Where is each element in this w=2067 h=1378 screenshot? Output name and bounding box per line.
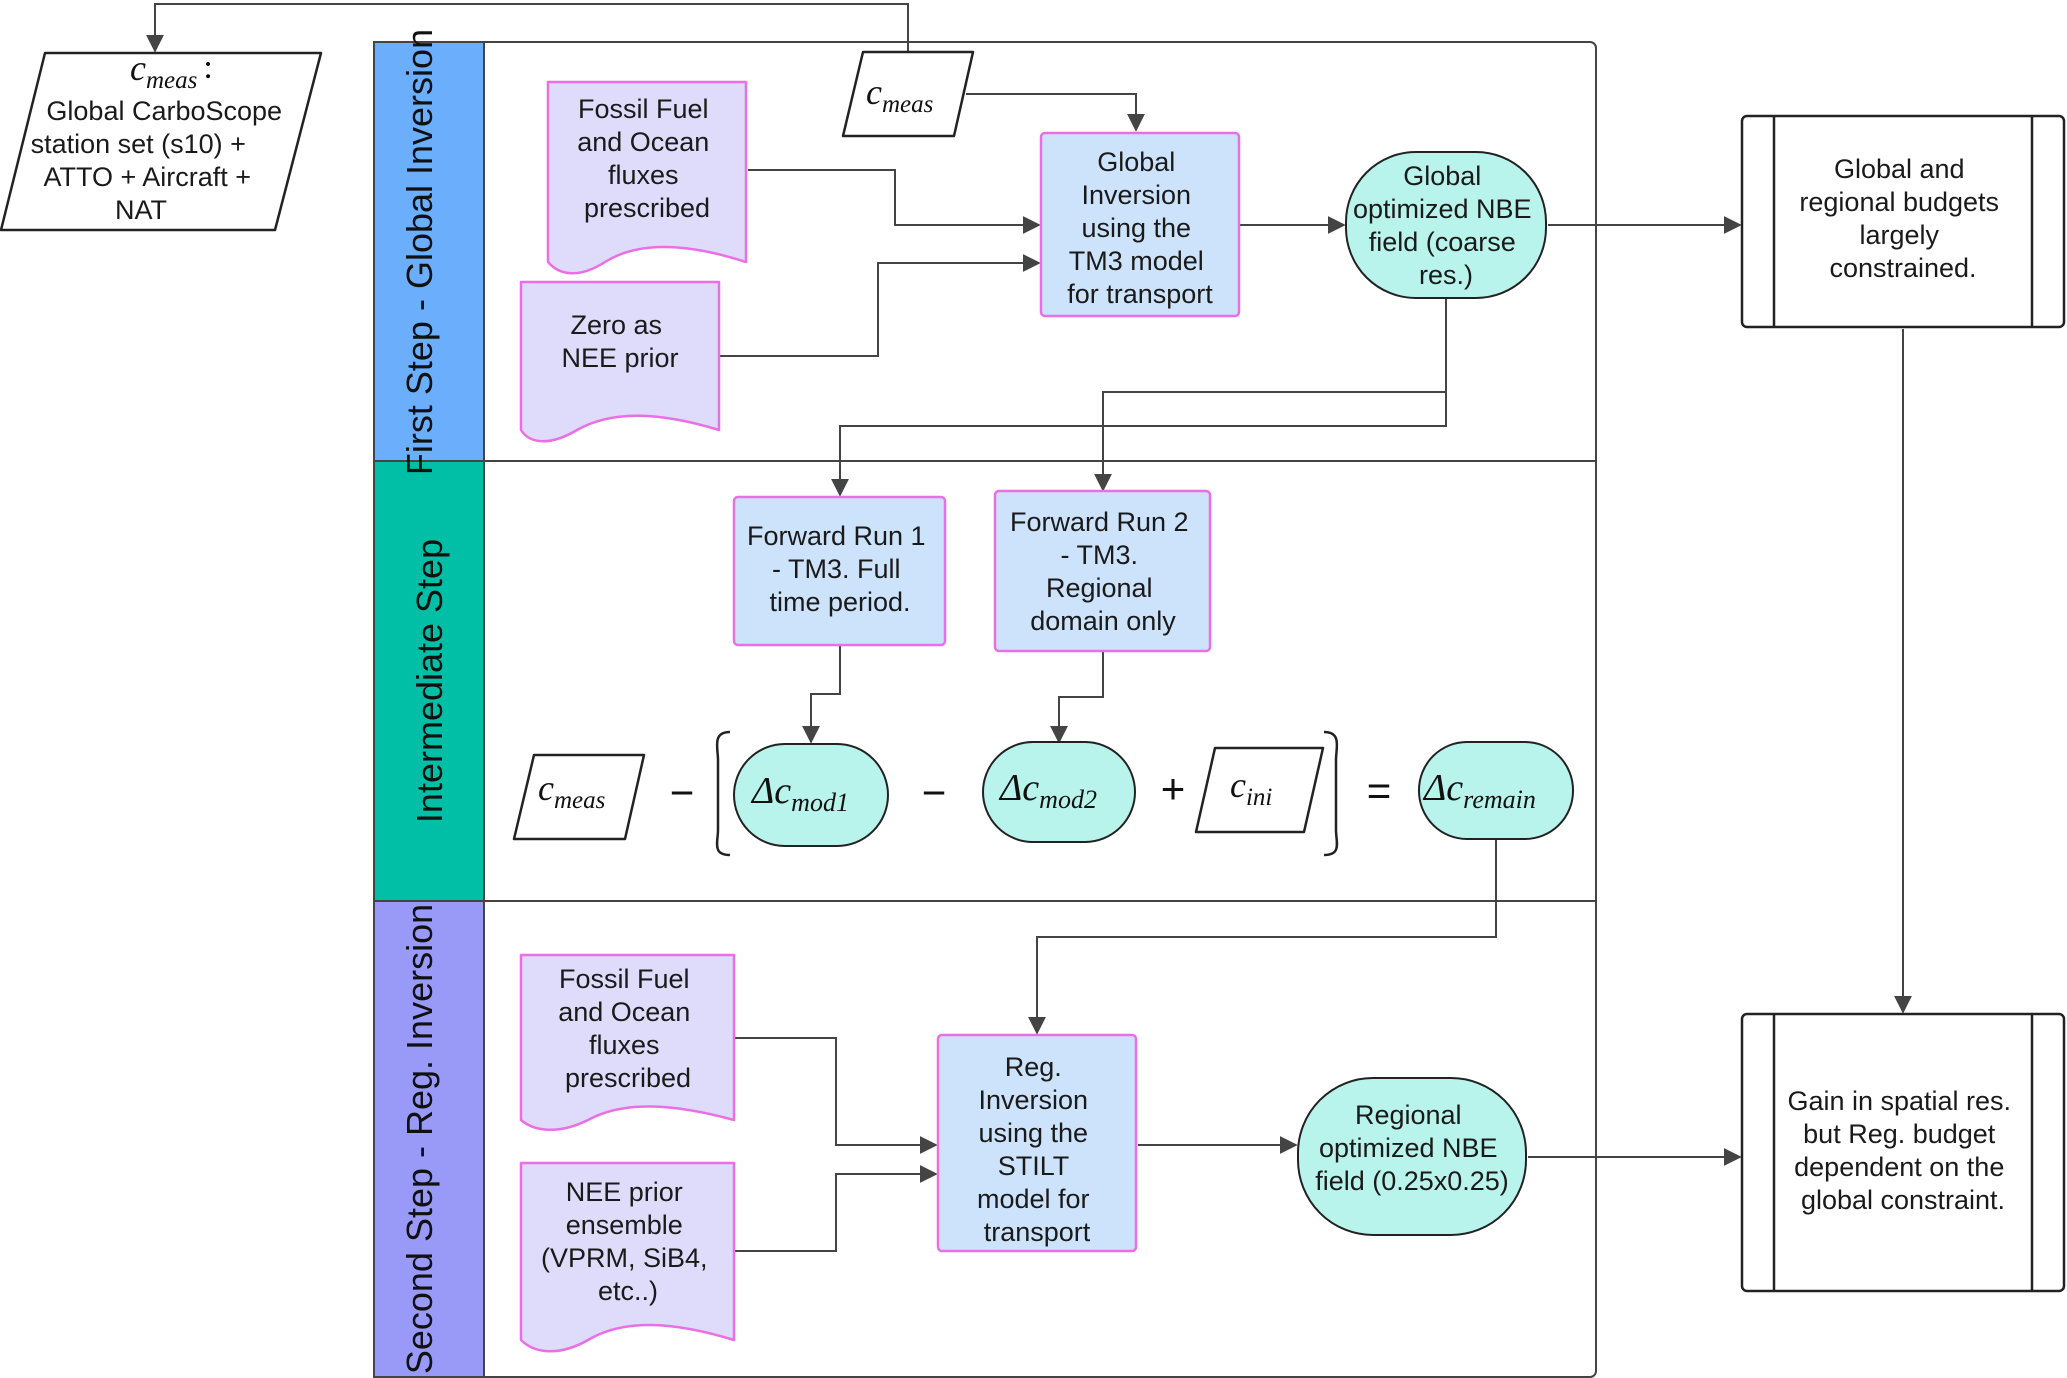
edge-cmeas-to-global-inversion [966, 93, 1145, 132]
forward-run-2-process: Forward Run 2 - TM3. Regional domain onl… [993, 489, 1212, 653]
svg-text:Regional optimized NBE: Regional optimized NBE field (0.25x0.25) [1315, 1100, 1509, 1196]
global-inversion-process: Global Inversion using the TM3 model for… [1039, 131, 1241, 318]
edge-ff2-to-reg-inversion [734, 1037, 938, 1154]
svg-text:Forward Run 1 - TM3. Ful: Forward Run 1 - TM3. Full time period. [747, 521, 933, 617]
lane-band-second [373, 900, 485, 1378]
edge-nbe-to-fwd2 [1094, 298, 1447, 492]
eq-cini-node: cini [1194, 746, 1325, 834]
lane-title-intermediate: Intermediate Step [409, 539, 450, 823]
edge-nbe-to-fwd1 [831, 392, 1447, 497]
first-ff-document: Fossil Fuel and Ocean fluxes prescribed [546, 80, 748, 275]
lane-title-second: Second Step - Reg. Inversion [399, 904, 440, 1374]
delta-mod2-terminal: Δcmod2 [982, 741, 1136, 843]
second-nee-document: NEE prior ensemble (VPRM, SiB4, etc..) [519, 1161, 736, 1353]
eq-minus-2: − [922, 769, 947, 816]
first-cmeas-node: cmeas [841, 50, 975, 138]
eq-left-paren [715, 730, 731, 857]
svg-text:Forward Run 2 - TM3.: Forward Run 2 - TM3. Regional domain onl… [1010, 507, 1196, 636]
outcome-global-node: Global and regional budgets largely cons… [1740, 114, 2066, 329]
lane-title-first: First Step - Global Inversion [399, 29, 440, 475]
edge-fwd2-to-delta2 [1050, 652, 1104, 744]
global-nbe-terminal: Global optimized NBE field (coarse res.) [1345, 151, 1547, 299]
forward-run-1-process: Forward Run 1 - TM3. Full time period. [732, 495, 947, 647]
svg-text:cmeas: cmeas [866, 72, 933, 118]
regional-nbe-terminal: Regional optimized NBE field (0.25x0.25) [1297, 1077, 1527, 1236]
edge-nee-to-reg-inversion [734, 1165, 938, 1252]
delta-remain-terminal: Δcremain [1418, 741, 1574, 840]
svg-text:Global Inversion u: Global Inversion using the TM3 model for… [1067, 147, 1213, 309]
edge-ff-to-global-inversion [748, 169, 1041, 234]
svg-text:Δcmod2: Δcmod2 [998, 767, 1097, 814]
eq-minus-1: − [670, 769, 695, 816]
connectors [146, 3, 1912, 1252]
svg-text:Global optimized NBE: Global optimized NBE field (coarse res.) [1353, 161, 1539, 290]
input-symbol: cmeas: [130, 48, 213, 94]
edge-fwd1-to-delta1 [802, 646, 841, 744]
svg-text:Global and regional budg: Global and regional budgets largely cons… [1799, 154, 2006, 283]
svg-text:cini: cini [1230, 765, 1272, 811]
reg-inversion-process: Reg. Inversion using the STILT model for… [936, 1033, 1138, 1253]
svg-text:Zero as NEE prior: Zero as NEE prior [561, 310, 678, 373]
first-zero-document: Zero as NEE prior [519, 280, 721, 443]
equation: cmeas − Δcmod1 − Δcmod2 + cini = [512, 730, 1574, 857]
svg-text:Δcmod1: Δcmod1 [750, 770, 849, 817]
svg-text:Gain in spatial res. but: Gain in spatial res. but Reg. budget dep… [1787, 1086, 2018, 1215]
input-data-node: cmeas: Global CarboScope station set (s1… [0, 48, 323, 232]
eq-equals: = [1367, 767, 1392, 814]
svg-text:Reg. Inversion usi: Reg. Inversion using the STILT model for… [977, 1052, 1097, 1247]
eq-cmeas-node: cmeas [512, 753, 646, 841]
delta-mod1-terminal: Δcmod1 [733, 743, 889, 847]
second-ff-document: Fossil Fuel and Ocean fluxes prescribed [519, 953, 736, 1131]
svg-text:cmeas: cmeas [538, 768, 605, 814]
svg-text:NEE prior ensemble: NEE prior ensemble (VPRM, SiB4, etc..) [541, 1177, 715, 1306]
edge-zero-to-global-inversion [720, 254, 1041, 357]
lane-band-first [373, 41, 485, 462]
outcome-regional-node: Gain in spatial res. but Reg. budget dep… [1740, 1012, 2066, 1293]
edge-remain-to-reg-inversion [1028, 840, 1497, 1035]
input-description: Global CarboScope station set (s10) + AT… [31, 96, 290, 225]
svg-text:Fossil Fuel and Ocean: Fossil Fuel and Ocean fluxes prescribed [558, 964, 698, 1093]
edge-top-to-input [146, 3, 909, 53]
eq-right-paren [1323, 730, 1339, 857]
eq-plus: + [1161, 765, 1186, 812]
svg-text:Δcremain: Δcremain [1422, 767, 1536, 814]
svg-text:Fossil Fuel and Ocean: Fossil Fuel and Ocean fluxes prescribed [577, 94, 717, 223]
